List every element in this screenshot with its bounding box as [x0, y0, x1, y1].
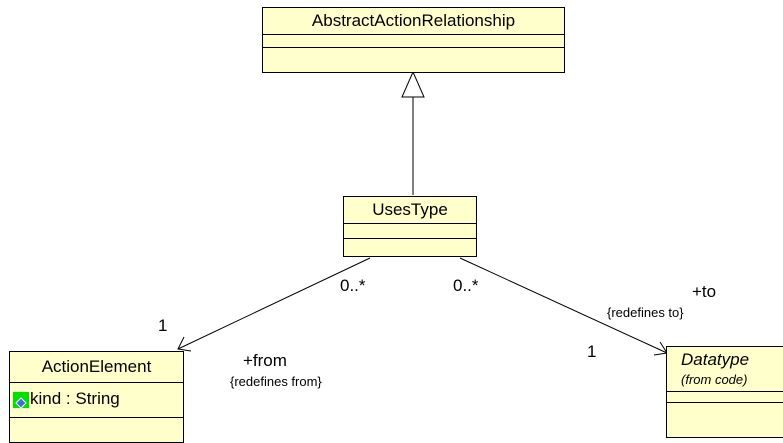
to-target-multiplicity: 1	[587, 342, 597, 361]
public-attribute-icon	[13, 391, 29, 409]
from-source-multiplicity: 0..*	[340, 276, 366, 295]
class-name: ActionElement	[10, 352, 183, 383]
to-role-name: +to	[692, 282, 717, 301]
class-name: AbstractActionRelationship	[263, 8, 564, 35]
association-from-arrowhead	[177, 336, 192, 352]
association-to-line	[459, 257, 668, 354]
association-from-line	[177, 257, 371, 350]
attribute-compartment	[263, 35, 564, 48]
to-constraint: {redefines to}	[607, 305, 684, 320]
from-target-multiplicity: 1	[158, 316, 168, 335]
operation-compartment	[667, 403, 783, 413]
attribute-row[interactable]: kind : String	[10, 387, 183, 411]
attribute-compartment	[344, 224, 476, 239]
class-name: UsesType	[344, 197, 476, 224]
abstract-action-relationship-class[interactable]: AbstractActionRelationship	[262, 7, 565, 73]
action-element-class[interactable]: ActionElement kind : String	[9, 351, 184, 443]
operation-compartment	[344, 239, 476, 253]
attribute-text: kind : String	[30, 389, 120, 408]
uses-type-class[interactable]: UsesType	[343, 196, 477, 257]
from-constraint: {redefines from}	[230, 374, 322, 389]
attribute-compartment: kind : String	[10, 383, 183, 418]
generalization-arrowhead	[401, 70, 425, 98]
class-name: Datatype	[681, 350, 750, 369]
class-header: Datatype (from code)	[667, 347, 783, 392]
attribute-compartment	[667, 392, 783, 403]
class-stereotype: (from code)	[681, 372, 748, 387]
from-role-name: +from	[243, 351, 287, 370]
datatype-class[interactable]: Datatype (from code)	[666, 346, 783, 438]
to-source-multiplicity: 0..*	[453, 276, 479, 295]
operation-compartment	[263, 48, 564, 60]
operation-compartment	[10, 418, 183, 438]
